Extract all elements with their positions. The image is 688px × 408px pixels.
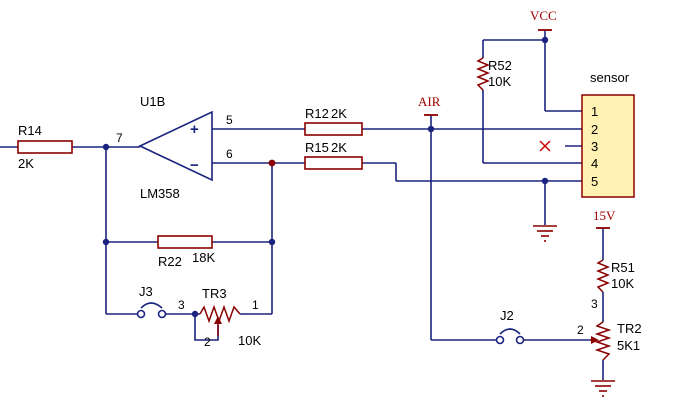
resistor-r15 (304, 156, 363, 170)
sensor-pin-2: 2 (591, 122, 598, 137)
junction-dot (541, 36, 549, 44)
r22-value: 18K (192, 250, 215, 265)
r52-ref: R52 (488, 58, 512, 73)
j3-arc (140, 302, 163, 309)
tr2-value: 5K1 (617, 338, 640, 353)
r22-ref: R22 (158, 254, 182, 269)
op-amp-pin-minus: 6 (226, 147, 233, 161)
junction-dot (191, 310, 199, 318)
j3-contact-left (136, 309, 146, 319)
junction-dot (268, 238, 276, 246)
wires (0, 30, 604, 380)
r12-value: 2K (331, 106, 347, 121)
j2-contact-left (495, 335, 505, 345)
r12-ref: R12 (305, 106, 329, 121)
resistor-r14 (17, 140, 73, 154)
j2-contact-right (515, 335, 525, 345)
op-amp-pin-out: 7 (116, 131, 123, 145)
op-amp-triangle (138, 110, 213, 182)
op-amp-ref: U1B (140, 94, 165, 109)
op-amp-minus-sign: − (190, 157, 199, 174)
no-connect-mark (539, 140, 551, 152)
ground-symbol-sensor (533, 225, 557, 242)
net-air-label: AIR (418, 94, 441, 109)
tr3-value: 10K (238, 333, 261, 348)
tr2-pin3: 3 (591, 297, 598, 311)
trimmer-tr3-body (199, 304, 241, 324)
tr3-pin3: 3 (178, 298, 185, 312)
j2-ref: J2 (500, 308, 514, 323)
resistor-r52 (475, 57, 491, 91)
sensor-connector (581, 94, 635, 198)
j2-arc (499, 328, 521, 335)
sensor-pin-1: 1 (591, 104, 598, 119)
sensor-pin-3: 3 (591, 139, 598, 154)
tr3-pin1: 1 (252, 298, 259, 312)
r51-ref: R51 (611, 260, 635, 275)
ground-symbol-tr2 (591, 380, 615, 397)
op-amp-pin-plus: 5 (226, 113, 233, 127)
resistor-r51 (595, 259, 611, 293)
junction-dot (541, 177, 549, 185)
net-15v-label: 15V (593, 208, 616, 223)
junction-dot-pin6 (268, 159, 276, 167)
tr3-ref: TR3 (202, 286, 227, 301)
trimmer-tr3-arrow (214, 316, 222, 324)
resistor-r22 (157, 235, 213, 249)
op-amp-u1b (138, 110, 213, 182)
trimmer-tr2-body (594, 321, 612, 361)
r51-value: 10K (611, 276, 634, 291)
r52-value: 10K (488, 74, 511, 89)
tr2-pin2: 2 (577, 323, 584, 337)
junction-dot (427, 125, 435, 133)
trimmer-tr2-arrow (591, 336, 599, 344)
r15-value: 2K (331, 140, 347, 155)
j3-ref: J3 (139, 284, 153, 299)
sensor-title: sensor (590, 70, 630, 85)
resistor-r12 (304, 122, 363, 136)
r14-value: 2K (18, 156, 34, 171)
op-amp-part: LM358 (140, 186, 180, 201)
tr2-ref: TR2 (617, 321, 642, 336)
junction-dot (102, 143, 110, 151)
op-amp-plus-sign: + (190, 121, 199, 138)
j3-contact-right (157, 309, 167, 319)
r14-ref: R14 (18, 123, 42, 138)
net-vcc-label: VCC (530, 8, 557, 23)
sensor-pin-4: 4 (591, 156, 598, 171)
r15-ref: R15 (305, 140, 329, 155)
junction-dot (102, 238, 110, 246)
tr3-pin2: 2 (204, 335, 211, 349)
sensor-pin-5: 5 (591, 174, 598, 189)
